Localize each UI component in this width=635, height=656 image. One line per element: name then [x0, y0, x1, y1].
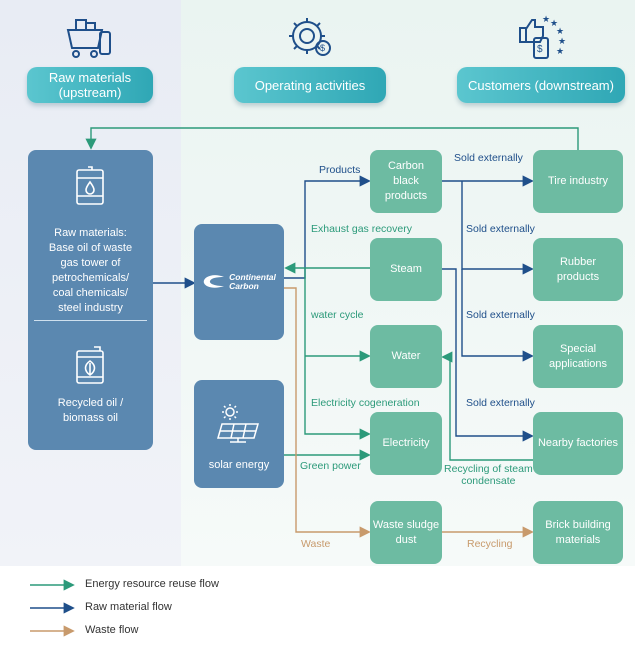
label-sold-externally-1: Sold externally: [454, 152, 523, 164]
company-name-line2: Carbon: [229, 281, 259, 291]
customers-thumbs-up-icon: $ ★★★★★: [519, 15, 566, 59]
svg-text:★: ★: [556, 47, 564, 57]
svg-text:$: $: [320, 43, 325, 53]
company-name-line1: Continental: [229, 272, 276, 282]
company-logo-swoosh-icon: [203, 275, 225, 288]
solar-energy-label: solar energy: [208, 459, 270, 471]
svg-text:★: ★: [542, 15, 550, 25]
oil-barrel-icon: [76, 166, 104, 205]
solar-panel-icon: [217, 404, 259, 443]
label-electricity-cogeneration: Electricity cogeneration: [311, 397, 420, 409]
carbon-black-products-box: Carbon black products: [370, 150, 442, 213]
svg-text:★: ★: [556, 27, 564, 37]
legend-raw-material-flow: Raw material flow: [85, 601, 172, 613]
water-box: Water: [370, 325, 442, 388]
special-applications-box: Special applications: [533, 325, 623, 388]
header-operating-activities: Operating activities: [234, 67, 386, 103]
label-recycling-steam-condensate: Recycling of steam condensate: [444, 463, 533, 487]
tire-industry-box: Tire industry: [533, 150, 623, 213]
svg-text:$: $: [537, 44, 543, 55]
waste-sludge-dust-box: Waste sludge dust: [370, 501, 442, 564]
label-sold-externally-3: Sold externally: [466, 309, 535, 321]
brick-building-materials-box: Brick building materials: [533, 501, 623, 564]
steam-box: Steam: [370, 238, 442, 301]
label-water-cycle: water cycle: [311, 309, 364, 321]
raw-materials-cart-icon: [66, 19, 111, 58]
continental-carbon-box: Continental Carbon: [194, 224, 284, 340]
nearby-factories-box: Nearby factories: [533, 412, 623, 475]
header-upstream: Raw materials (upstream): [27, 67, 153, 103]
label-recycling: Recycling: [467, 538, 513, 550]
label-sold-externally-4: Sold externally: [466, 397, 535, 409]
continental-carbon-logo: Continental Carbon: [202, 273, 276, 291]
solar-energy-box: solar energy: [194, 380, 284, 488]
svg-text:★: ★: [550, 19, 558, 29]
operations-gear-icon: $: [289, 18, 331, 56]
raw-materials-box: Raw materials: Base oil of waste gas tow…: [28, 150, 153, 450]
flow-return-loop: [85, 127, 579, 150]
legend-energy-flow: Energy resource reuse flow: [85, 578, 219, 590]
label-sold-externally-2: Sold externally: [466, 223, 535, 235]
label-green-power: Green power: [300, 460, 361, 472]
recycled-oil-text: Recycled oil / biomass oil: [57, 397, 124, 424]
header-downstream: Customers (downstream): [457, 67, 625, 103]
label-waste: Waste: [301, 538, 331, 550]
label-products: Products: [319, 164, 361, 176]
legend-waste-flow: Waste flow: [85, 624, 139, 636]
label-exhaust-gas-recovery: Exhaust gas recovery: [311, 223, 412, 235]
electricity-box: Electricity: [370, 412, 442, 475]
biomass-oil-icon: [76, 346, 104, 384]
svg-text:★: ★: [558, 37, 566, 47]
rubber-products-box: Rubber products: [533, 238, 623, 301]
raw-materials-text: Raw materials: Base oil of waste gas tow…: [48, 227, 133, 314]
raw-box-divider: [34, 320, 147, 321]
